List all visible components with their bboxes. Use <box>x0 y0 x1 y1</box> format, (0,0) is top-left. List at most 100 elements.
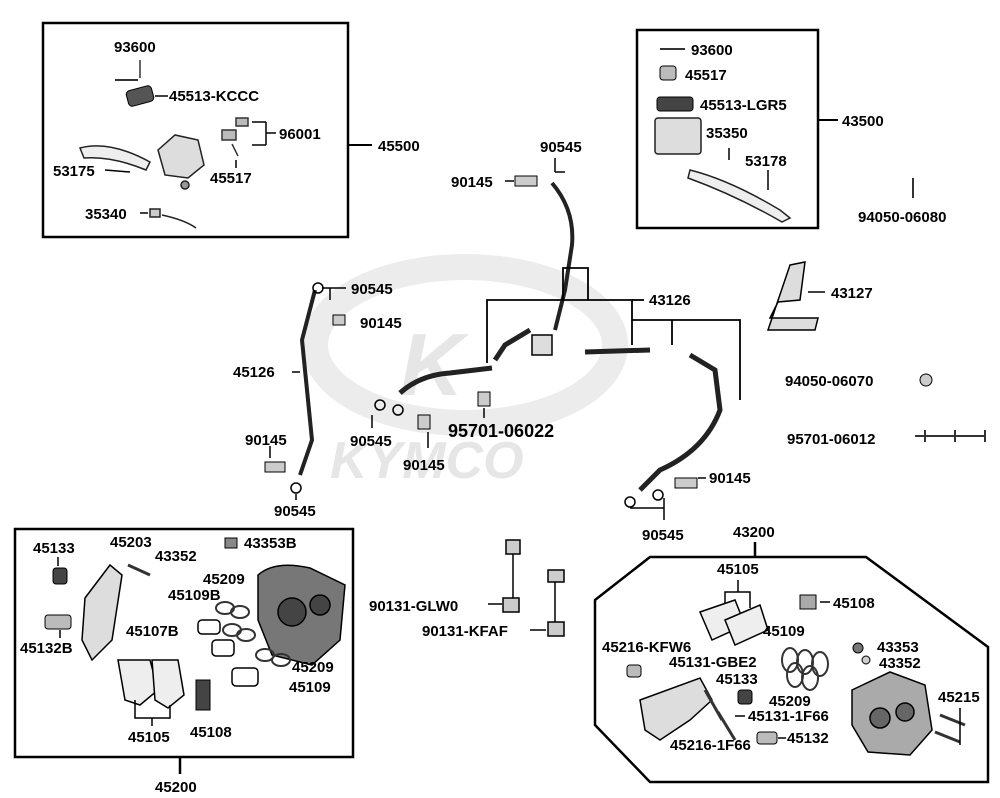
label-45131-gbe2: 45131-GBE2 <box>669 654 757 671</box>
label-93600-right: 93600 <box>691 42 733 59</box>
label-45513-lgr5: 45513-LGR5 <box>700 97 787 114</box>
part-sleeve-45133-left <box>52 567 68 585</box>
label-45105-left: 45105 <box>128 729 170 746</box>
part-sleeve-45132b <box>44 614 72 630</box>
label-43200: 43200 <box>733 524 775 541</box>
part-bleeder-43353-right <box>852 642 871 665</box>
label-90545-left-bottom: 90545 <box>274 503 316 520</box>
part-bolt-90145-right <box>674 477 698 489</box>
part-boot-45513-kccc <box>125 85 155 107</box>
part-master-cylinder-left <box>78 134 205 190</box>
label-90545-top: 90545 <box>540 139 582 156</box>
hose-45126 <box>298 289 317 476</box>
label-45200: 45200 <box>155 779 197 796</box>
label-90545-mid: 90545 <box>350 433 392 450</box>
label-43126: 43126 <box>649 292 691 309</box>
label-45133-right: 45133 <box>716 671 758 688</box>
label-43352-right: 43352 <box>879 655 921 672</box>
part-nut-94050-06070 <box>919 373 933 387</box>
label-90545-left-top: 90545 <box>351 281 393 298</box>
label-45107b: 45107B <box>126 623 179 640</box>
part-cap-45517-right <box>659 65 677 81</box>
label-43127: 43127 <box>831 285 873 302</box>
label-90145-left-top: 90145 <box>360 315 402 332</box>
watermark-brand-text: KYMCO <box>330 432 524 490</box>
part-bolt-95701-06022 <box>477 391 491 407</box>
part-sleeve-45133-right <box>737 689 753 705</box>
part-washer-90545-right <box>624 489 664 508</box>
part-washer-90545-mid <box>374 399 404 416</box>
label-95701-06012: 95701-06012 <box>787 431 875 448</box>
label-94050-06080: 94050-06080 <box>858 209 946 226</box>
box-caliper-left <box>13 527 355 759</box>
hose-left-branch <box>398 365 493 395</box>
label-45216-1f66: 45216-1F66 <box>670 737 751 754</box>
part-pin-45203 <box>127 563 151 577</box>
label-43353-right: 43353 <box>877 639 919 656</box>
part-bolt-90145-mid <box>417 414 431 430</box>
part-boot-45513-lgr5 <box>656 96 694 112</box>
label-93600-left: 93600 <box>114 39 156 56</box>
part-spring-45108-left <box>195 679 211 711</box>
part-washer-90545-left-bottom <box>290 482 302 494</box>
label-45108-left: 45108 <box>190 724 232 741</box>
box-master-cylinder-right <box>635 28 820 230</box>
label-35350: 35350 <box>706 125 748 142</box>
label-45209-left-top: 45209 <box>203 571 245 588</box>
part-bolt-90145-top <box>514 175 538 187</box>
part-junction-43126 <box>531 334 553 356</box>
label-53178: 53178 <box>745 153 787 170</box>
part-seals-right <box>781 647 829 691</box>
part-bolt-90131-glw0 <box>502 539 521 613</box>
brand-watermark: K KYMCO <box>302 254 628 490</box>
part-bolt-90145-left-top <box>332 314 346 326</box>
part-pin-45131-1f66 <box>716 711 737 741</box>
hose-top-center <box>492 181 575 362</box>
part-bolt-90131-kfaf <box>547 569 565 637</box>
label-45109-right: 45109 <box>763 623 805 640</box>
label-45131-1f66: 45131-1F66 <box>748 708 829 725</box>
label-43352-left: 43352 <box>155 548 197 565</box>
part-master-cylinder-right <box>654 117 792 223</box>
label-45209-left-bottom: 45209 <box>292 659 334 676</box>
part-switch-35340 <box>149 208 197 229</box>
part-bleeder-43353b <box>224 537 238 549</box>
part-bolts-45215 <box>934 713 966 744</box>
label-45216-kfw6: 45216-KFW6 <box>602 639 691 656</box>
part-washer-90545-left-top <box>312 282 324 294</box>
label-90131-glw0: 90131-GLW0 <box>369 598 458 615</box>
label-45500: 45500 <box>378 138 420 155</box>
part-pads-45105-left <box>117 659 185 709</box>
part-pads-45105-right <box>698 599 769 647</box>
label-90145-right: 90145 <box>709 470 751 487</box>
label-45105-right: 45105 <box>717 561 759 578</box>
label-96001: 96001 <box>279 126 321 143</box>
label-43353b: 43353B <box>244 535 297 552</box>
label-90145-mid: 90145 <box>403 457 445 474</box>
label-45132-right: 45132 <box>787 730 829 747</box>
label-43500: 43500 <box>842 113 884 130</box>
part-seals-left <box>215 601 291 667</box>
part-sleeve-45132-right <box>756 731 778 745</box>
hose-right-branch <box>584 347 723 492</box>
label-94050-06070: 94050-06070 <box>785 373 873 390</box>
part-sleeve-45216-kfw6 <box>626 664 642 678</box>
label-45109-left: 45109 <box>289 679 331 696</box>
label-53175: 53175 <box>53 163 95 180</box>
bracket-43126 <box>486 299 741 400</box>
box-caliper-right <box>593 555 990 784</box>
part-bracket-left-caliper <box>81 563 123 662</box>
part-pistons-left <box>197 619 259 687</box>
part-bracket-43127 <box>766 261 819 331</box>
label-90131-kfaf: 90131-KFAF <box>422 623 508 640</box>
label-45109b: 45109B <box>168 587 221 604</box>
label-45517-left: 45517 <box>210 170 252 187</box>
label-90145-left-bottom: 90145 <box>245 432 287 449</box>
part-bolts-95701-06012 <box>915 430 986 442</box>
label-45133-left: 45133 <box>33 540 75 557</box>
label-35340: 35340 <box>85 206 127 223</box>
watermark-logo-letter: K <box>400 315 469 414</box>
label-45108-right: 45108 <box>833 595 875 612</box>
label-45126: 45126 <box>233 364 275 381</box>
